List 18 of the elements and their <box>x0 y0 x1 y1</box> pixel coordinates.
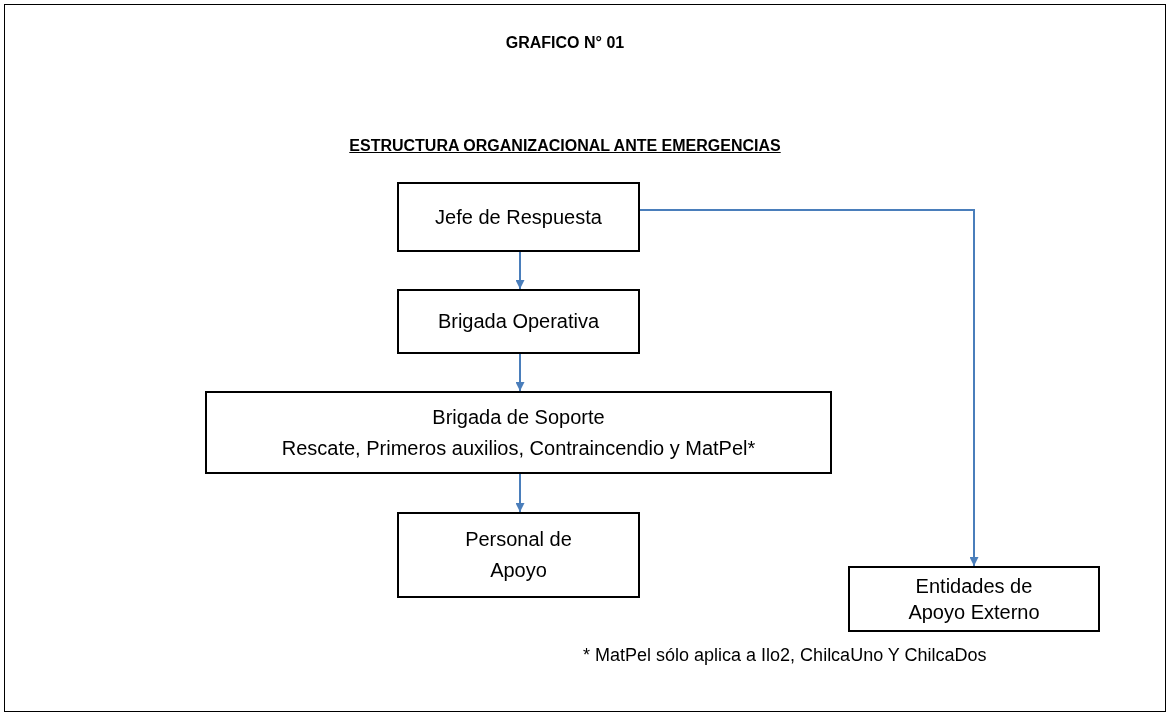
org-box <box>848 566 1100 632</box>
box-title: Entidades de Apoyo Externo <box>907 574 1041 625</box>
arrow <box>515 353 525 392</box>
org-box <box>205 391 832 474</box>
org-box <box>397 289 640 354</box>
box-title: Jefe de Respuesta <box>435 204 602 230</box>
arrow <box>515 473 525 513</box>
diagram-subtitle: ESTRUCTURA ORGANIZACIONAL ANTE EMERGENCIAS <box>348 137 782 155</box>
org-box <box>397 182 640 252</box>
org-box <box>397 512 640 598</box>
box-title: Brigada Operativa <box>437 309 600 334</box>
box-title: Personal de Apoyo <box>464 527 573 583</box>
arrow <box>639 209 979 567</box>
arrow <box>515 251 525 290</box>
footnote: * MatPel sólo aplica a Ilo2, ChilcaUno Y ChilcaDos <box>583 645 987 666</box>
box-text: Rescate, Primeros auxilios, Contraincendio y MatPel* <box>281 435 756 461</box>
box-title: Brigada de Soporte <box>432 404 605 430</box>
chart-title: GRAFICO N° 01 <box>504 34 626 52</box>
